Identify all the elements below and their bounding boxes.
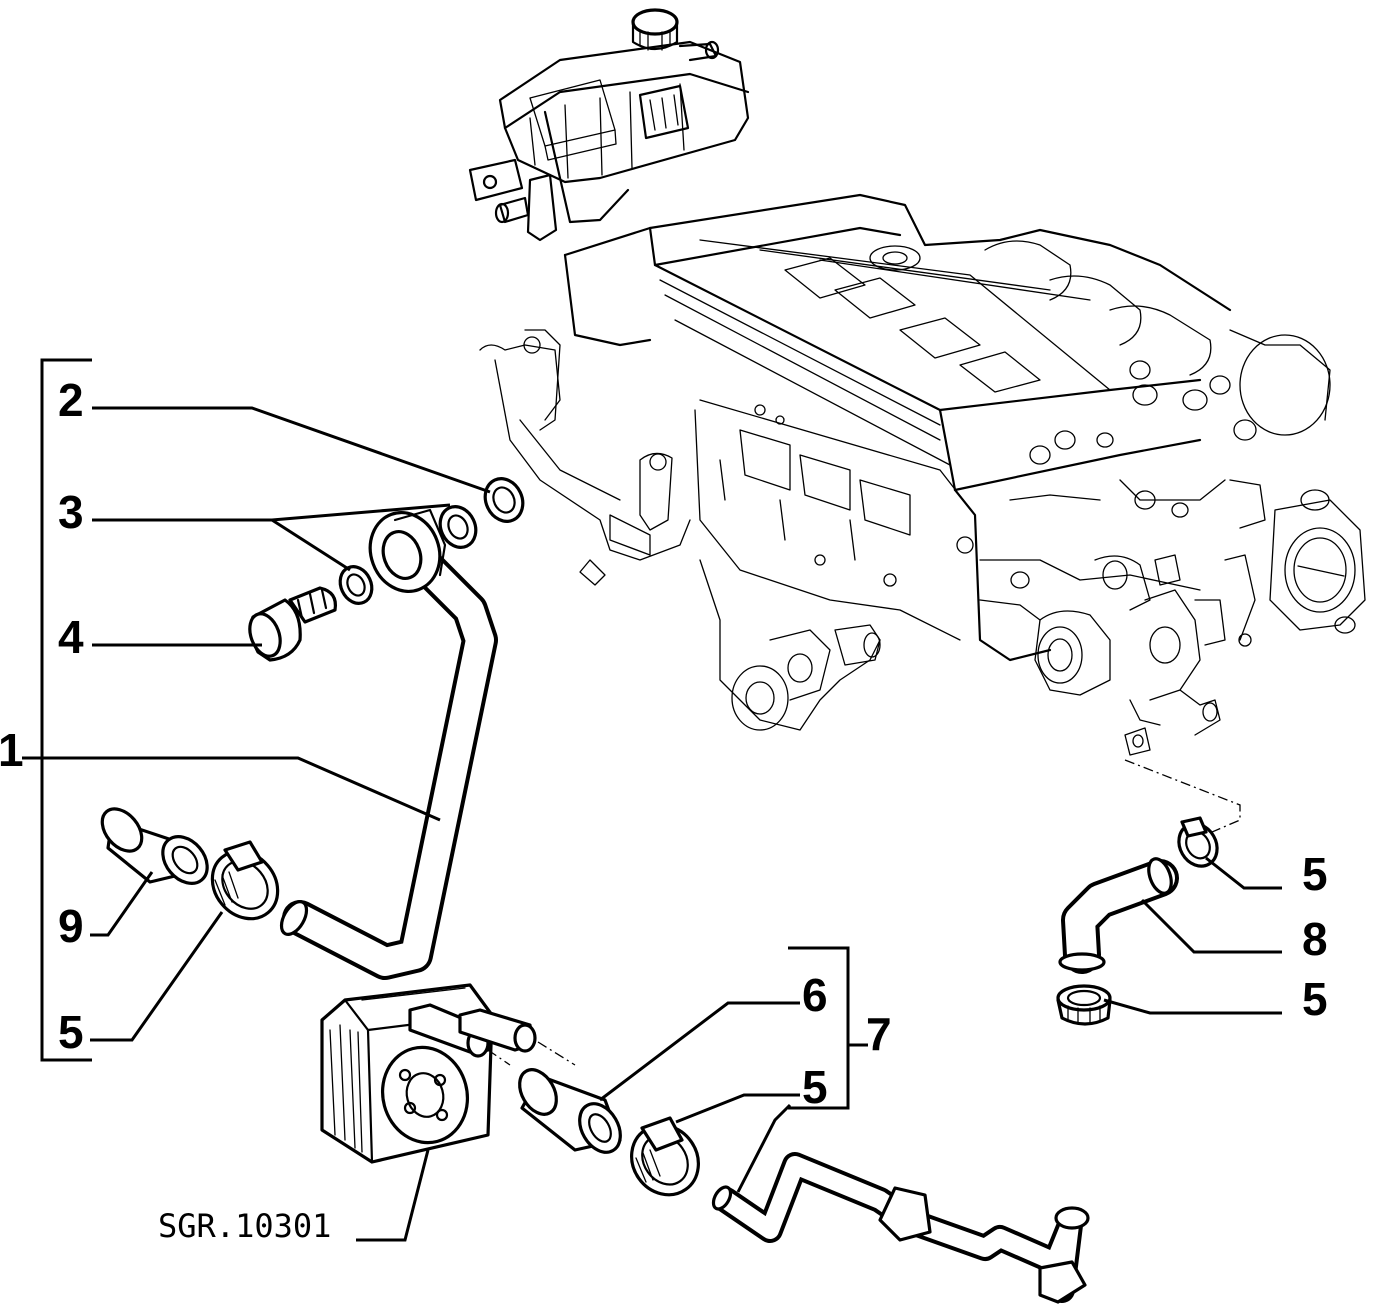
part-5-hose-clamp-left	[210, 840, 280, 921]
engine-block	[479, 193, 1366, 756]
part-7-water-pipe	[711, 1152, 1090, 1304]
part-4-banjo-bolt	[248, 586, 338, 662]
part-8-coolant-hose	[1058, 857, 1179, 974]
coolant-expansion-tank	[468, 8, 750, 242]
part-5-hose-clamp-right-top	[1177, 816, 1219, 868]
leader-lines	[22, 406, 1282, 1242]
part-5-hose-clamp-middle	[630, 1116, 700, 1197]
callout-5-left: 5	[58, 1006, 84, 1058]
callout-5-middle: 5	[802, 1061, 828, 1113]
part-2-sealing-washer	[483, 477, 525, 523]
part-1-oil-pipe	[279, 508, 498, 980]
hose-routing-dashed-line	[1124, 759, 1241, 836]
group-bracket-7	[788, 946, 868, 1110]
callout-5-right-top: 5	[1302, 848, 1328, 900]
callout-8: 8	[1302, 913, 1328, 965]
callout-7: 7	[866, 1008, 892, 1060]
callout-3: 3	[58, 486, 84, 538]
callout-2: 2	[58, 374, 84, 426]
callout-5-right-bottom: 5	[1302, 973, 1328, 1025]
part-6-rubber-sleeve	[518, 1068, 622, 1154]
oil-cooler	[320, 983, 537, 1164]
callout-4: 4	[58, 611, 84, 663]
part-3-copper-washers	[338, 505, 478, 605]
callout-9: 9	[58, 900, 84, 952]
group-bracket-1	[40, 358, 92, 1062]
cooler-routing-dashed-line	[487, 1041, 576, 1066]
part-5-hose-clamp-right-bottom	[1056, 984, 1112, 1026]
part-9-rubber-sleeve	[100, 807, 209, 885]
callout-6: 6	[802, 969, 828, 1021]
callout-1: 1	[0, 724, 24, 776]
diagram-reference-code: SGR.10301	[158, 1207, 331, 1245]
